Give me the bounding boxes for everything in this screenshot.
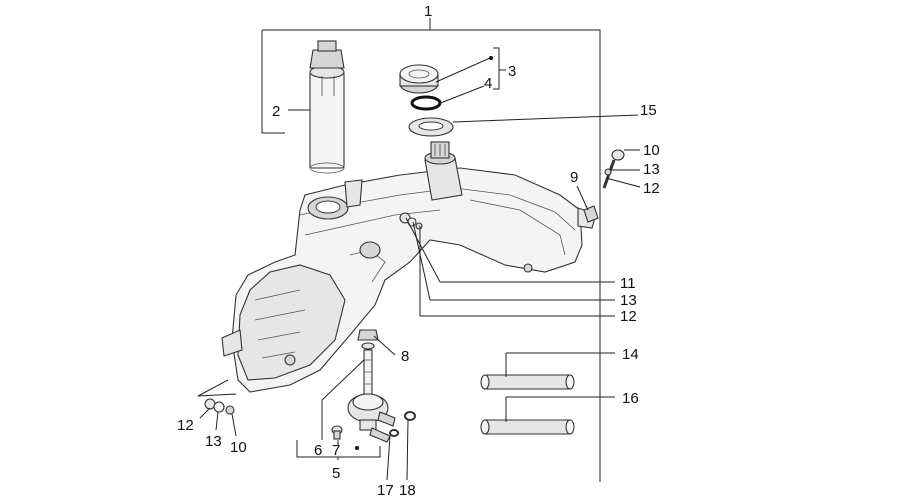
callout-2: 2 [272,103,280,120]
callout-12-right: 12 [643,180,660,197]
clamp-18 [404,411,416,421]
callout-5: 5 [332,465,340,482]
fuel-hose-16 [480,419,575,435]
callout-12-left: 12 [177,417,194,434]
callout-16: 16 [622,390,639,407]
callout-7: 7 [332,442,340,459]
callout-10-top: 10 [643,142,660,159]
callout-4: 4 [484,75,492,92]
callout-14: 14 [622,346,639,363]
callout-13-mid: 13 [620,292,637,309]
fuel-level-sender [309,40,345,174]
mounting-bolt-left [204,398,235,415]
callout-12-mid: 12 [620,308,637,325]
callout-9: 9 [570,169,578,186]
callout-6: 6 [314,442,322,459]
fuel-tank [221,141,597,393]
assembly-bracket-1 [261,18,601,482]
callout-3: 3 [508,63,516,80]
fuel-tap-assembly [347,329,396,443]
fuel-hose-14 [480,374,575,390]
filler-neck-ring [408,117,454,137]
callout-13-right: 13 [643,161,660,178]
filler-cap [399,64,439,94]
callout-18: 18 [399,482,416,499]
callout-labels: 1 2 3 4 15 10 13 12 9 11 13 12 8 14 16 1… [177,3,660,499]
cap-gasket [410,95,442,111]
mounting-bolt-right [602,149,625,189]
callout-13-left: 13 [205,433,222,450]
clamp-17 [389,429,399,437]
callout-11: 11 [620,275,636,292]
callout-8: 8 [401,348,409,365]
screw-7 [331,425,343,440]
callout-17: 17 [377,482,394,499]
callout-15: 15 [640,102,657,119]
leader-lines [197,47,641,481]
callout-1: 1 [424,3,432,20]
callout-10-bottom: 10 [230,439,247,456]
tank-screw-washer-set [399,212,423,230]
